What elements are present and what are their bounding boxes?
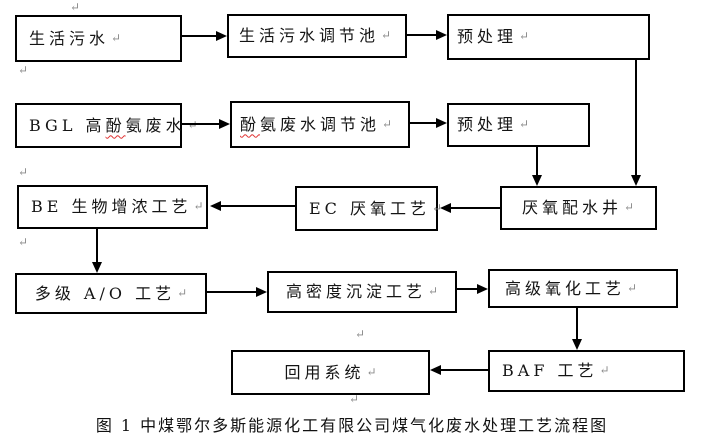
node-label: 生活污水 xyxy=(29,28,110,48)
connector-line xyxy=(221,205,295,207)
paragraph-mark: ↵ xyxy=(70,0,81,14)
arrow-left-icon xyxy=(210,201,221,211)
paragraph-mark: ↵ xyxy=(381,28,392,42)
node-label: 高级氧化工艺 xyxy=(505,278,626,298)
node-label: BE 生物增浓工艺 xyxy=(31,197,192,216)
connector-line xyxy=(441,369,488,371)
paragraph-mark: ↵ xyxy=(519,117,530,131)
connector-line xyxy=(407,34,437,36)
arrow-down-icon xyxy=(92,262,102,273)
connector-line xyxy=(536,147,538,177)
node-pretreatment-mid: 预处理↵ xyxy=(447,103,590,147)
paragraph-mark: ↵ xyxy=(18,165,29,179)
node-label: 高密度沉淀工艺 xyxy=(285,282,426,301)
node-label: 预处理 xyxy=(457,115,518,134)
node-domestic-sewage-regulation-tank: 生活污水调节池↵ xyxy=(227,14,407,58)
paragraph-mark: ↵ xyxy=(366,364,377,379)
arrow-down-icon xyxy=(532,175,542,186)
connector-line xyxy=(96,229,98,264)
node-label: 回用系统 xyxy=(284,362,365,382)
connector-line xyxy=(182,123,220,125)
node-phenol-ammonia-wastewater-regulation-tank: 酚氨废水调节池↵ xyxy=(230,101,410,148)
paragraph-mark: ↵ xyxy=(18,235,29,249)
paragraph-mark: ↵ xyxy=(18,63,29,77)
node-label: 厌氧配水井 xyxy=(522,198,623,217)
arrow-down-icon xyxy=(631,175,641,186)
paragraph-mark: ↵ xyxy=(193,199,204,213)
node-domestic-sewage: 生活污水↵ xyxy=(15,15,182,62)
node-label: 酚氨废水调节池 xyxy=(240,114,381,134)
paragraph-mark: ↵ xyxy=(349,392,360,406)
label-segment: BGL 高 xyxy=(29,115,106,135)
node-bgl-high-phenol-ammonia-wastewater: BGL 高酚氨废水↵ xyxy=(15,103,198,148)
node-label: 预处理 xyxy=(457,27,518,46)
node-anaerobic-water-distribution-well: 厌氧配水井↵ xyxy=(500,186,657,230)
arrow-right-icon xyxy=(216,31,227,41)
paragraph-mark: ↵ xyxy=(427,284,439,298)
node-multistage-ao-process: 多级 A/O 工艺↵ xyxy=(15,273,207,314)
paragraph-mark: ↵ xyxy=(382,116,393,131)
paragraph-mark: ↵ xyxy=(111,30,122,45)
paragraph-mark: ↵ xyxy=(355,327,366,341)
arrow-left-icon xyxy=(440,203,451,213)
connector-line xyxy=(410,122,437,124)
connector-line xyxy=(182,35,218,37)
arrow-left-icon xyxy=(430,365,441,375)
node-label: BGL 高酚氨废水 xyxy=(29,115,186,135)
arrow-right-icon xyxy=(256,287,267,297)
node-label: 多级 A/O 工艺 xyxy=(34,283,176,303)
paragraph-mark: ↵ xyxy=(599,363,610,377)
connector-line xyxy=(457,288,478,290)
arrow-right-icon xyxy=(477,284,488,294)
label-segment-misspelled: 酚 xyxy=(240,114,261,134)
node-advanced-oxidation-process: 高级氧化工艺↵ xyxy=(488,269,678,308)
node-high-density-sedimentation-process: 高密度沉淀工艺↵ xyxy=(267,271,457,313)
figure-caption: 图 1 中煤鄂尔多斯能源化工有限公司煤气化废水处理工艺流程图 xyxy=(95,416,609,435)
node-label: EC 厌氧工艺 xyxy=(309,198,431,218)
paragraph-mark: ↵ xyxy=(432,200,443,215)
connector-line xyxy=(576,308,578,341)
connector-line xyxy=(207,291,257,293)
node-reuse-system: 回用系统↵ xyxy=(231,350,430,395)
paragraph-mark: ↵ xyxy=(627,280,638,295)
connector-line xyxy=(451,207,500,209)
node-be-biological-concentration-process: BE 生物增浓工艺↵ xyxy=(17,185,208,229)
node-ec-anaerobic-process: EC 厌氧工艺↵ xyxy=(295,186,442,231)
node-label: BAF 工艺 xyxy=(502,361,598,380)
paragraph-mark: ↵ xyxy=(177,285,188,300)
paragraph-mark: ↵ xyxy=(519,29,530,43)
node-baf-process: BAF 工艺↵ xyxy=(488,350,685,392)
paragraph-mark: ↵ xyxy=(624,200,635,214)
label-segment: 氨废水 xyxy=(125,115,186,135)
label-segment-misspelled: 酚 xyxy=(105,115,126,135)
arrow-right-icon xyxy=(436,118,447,128)
connector-line xyxy=(635,60,637,177)
label-segment: 氨废水调节池 xyxy=(260,114,381,134)
arrow-right-icon xyxy=(436,30,447,40)
node-label: 生活污水调节池 xyxy=(239,26,380,45)
arrow-right-icon xyxy=(219,119,230,129)
node-pretreatment-top: 预处理↵ xyxy=(447,14,650,60)
arrow-down-icon xyxy=(572,339,582,350)
